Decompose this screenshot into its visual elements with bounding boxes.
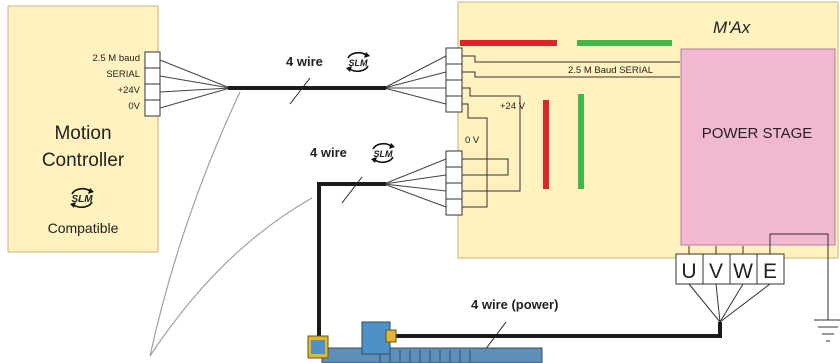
- controller-pin-0v: 0V: [128, 101, 140, 112]
- svg-text:SLM: SLM: [71, 194, 93, 205]
- motor: [307, 321, 543, 363]
- lower-cable: [317, 158, 447, 342]
- controller-title-line2: Controller: [42, 150, 125, 171]
- zero-v-label: 0 V: [465, 135, 480, 146]
- green-bar-top: [577, 40, 672, 46]
- max-internal-wiring: [462, 55, 680, 208]
- upper-wire-label: 4 wire: [286, 54, 323, 69]
- power-stage-label: POWER STAGE: [702, 125, 813, 142]
- controller-compatible: Compatible: [48, 220, 119, 236]
- upper-slm-logo: SLM: [345, 51, 371, 73]
- max-connector-upper: [445, 47, 463, 113]
- controller-pin-baud: 2.5 M baud: [92, 53, 140, 64]
- lower-wire-label: 4 wire: [310, 145, 347, 160]
- terminal-wires: [688, 233, 829, 323]
- controller-connector: [144, 51, 161, 117]
- max-title: M'Ax: [713, 18, 751, 37]
- max-connector-lower: [445, 150, 463, 216]
- svg-text:SLM: SLM: [374, 149, 394, 159]
- red-bar-top: [460, 40, 557, 46]
- uvwe-terminals: U V W E: [675, 253, 785, 285]
- controller-title-line1: Motion: [54, 123, 111, 144]
- terminal-w: W: [733, 260, 753, 283]
- ground-icon: [814, 319, 840, 342]
- upper-cable: [159, 55, 447, 109]
- controller-panel: [7, 5, 159, 253]
- power-stage: [680, 48, 836, 246]
- terminal-v: V: [709, 260, 723, 283]
- svg-text:SLM: SLM: [349, 58, 369, 68]
- red-bar-vertical: [543, 100, 549, 189]
- terminal-e: E: [763, 260, 777, 283]
- power-wire-label: 4 wire (power): [471, 297, 558, 312]
- plus24v-label: +24 V: [500, 101, 526, 112]
- controller-pin-serial: SERIAL: [106, 69, 140, 80]
- controller-slm-logo: SLM: [69, 187, 95, 209]
- decorative-arcs: [149, 91, 313, 357]
- green-bar-vertical: [578, 94, 584, 189]
- lower-slm-logo: SLM: [370, 142, 396, 164]
- controller-pin-24v: +24V: [118, 85, 141, 96]
- terminal-u: U: [681, 260, 696, 283]
- serial-label: 2.5 M Baud SERIAL: [568, 65, 653, 76]
